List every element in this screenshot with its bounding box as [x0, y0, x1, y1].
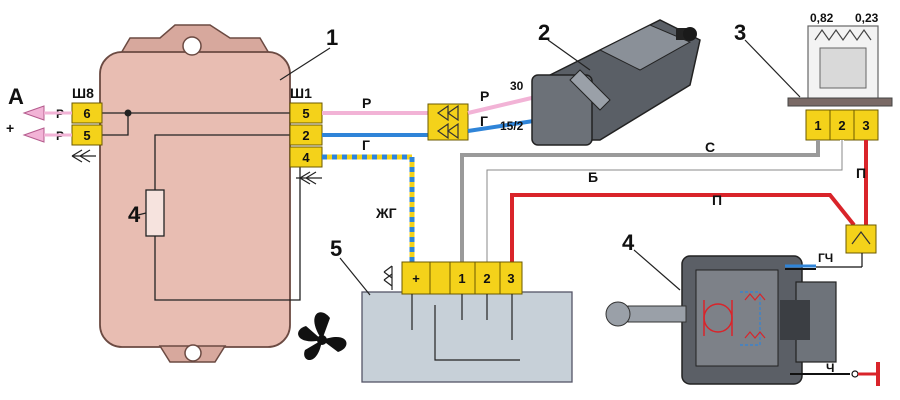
wire-label-motor-black: Ч: [826, 361, 834, 375]
wire-label-pink: Р: [362, 95, 371, 111]
fan-icon: [298, 312, 347, 361]
sh1-label: Ш1: [290, 85, 312, 101]
wire-label-red-vertical: П: [856, 165, 866, 181]
heater-pin-3: 3: [507, 271, 514, 286]
callouts: 1 2 3 4 4 5: [128, 20, 801, 296]
sh1-pin-2: 2: [302, 128, 309, 143]
heater-block: + 1 2 3: [361, 261, 573, 383]
connector-sh1: 5 2 4 Ш1: [289, 85, 323, 185]
wire-label-blue-switch: Г: [480, 113, 488, 129]
wire-label-white: Б: [588, 169, 598, 185]
callout-ignition-switch: 2: [538, 20, 550, 45]
wire-label-grey: С: [705, 139, 715, 155]
resistor-pin-3: 3: [862, 118, 869, 133]
sh8-label: Ш8: [72, 85, 94, 101]
callout-heater-block: 5: [330, 236, 342, 261]
callout-fuse: 4: [128, 202, 141, 227]
switch-terminal-15-2: 15/2: [500, 119, 524, 133]
resistor-pin-2: 2: [838, 118, 845, 133]
socket-symbol-block5-icon: [383, 265, 393, 290]
wires-relay-to-switch: Р Г Р Г ЖГ: [322, 88, 541, 262]
resistor-pin-1: 1: [814, 118, 821, 133]
resistor-value-1: 0,82: [810, 11, 834, 25]
switch-terminal-30: 30: [510, 79, 524, 93]
wire-label-red: П: [712, 192, 722, 208]
callout-relay: 1: [326, 25, 338, 50]
heater-pin-plus: +: [412, 271, 420, 286]
heater-pin-2: 2: [483, 271, 490, 286]
plug-symbol-icon: [71, 149, 96, 163]
sh1-pin-4: 4: [302, 150, 310, 165]
wire-label-motor-red-black: ГЧ: [818, 251, 833, 265]
sh1-pin-5: 5: [302, 106, 309, 121]
wire-label-pink-switch: Р: [480, 88, 489, 104]
heater-pin-1: 1: [458, 271, 465, 286]
connector-a-label: А: [8, 84, 24, 109]
ignition-switch: 30 15/2: [500, 19, 701, 146]
wire-label-blue: Г: [362, 137, 370, 153]
plus-sign: +: [6, 120, 14, 136]
sh8-pin-5: 5: [83, 128, 90, 143]
fuse-symbol: [145, 189, 165, 237]
resistor-block: 0,82 0,23 1 2 3: [787, 11, 893, 141]
wires-resistor-to-heater: С Б П П: [460, 139, 877, 262]
motor-actuator: ГЧ Ч: [605, 251, 880, 386]
resistor-value-2: 0,23: [855, 11, 879, 25]
callout-motor: 4: [622, 230, 635, 255]
sh8-pin-6: 6: [83, 106, 90, 121]
socket-symbol-icon: [296, 171, 322, 185]
callout-resistor: 3: [734, 20, 746, 45]
wire-label-yellow-green: ЖГ: [375, 205, 397, 221]
connector-sh8: 6 5 Ш8 Р Р А +: [6, 84, 103, 163]
relay-housing: [99, 24, 301, 363]
